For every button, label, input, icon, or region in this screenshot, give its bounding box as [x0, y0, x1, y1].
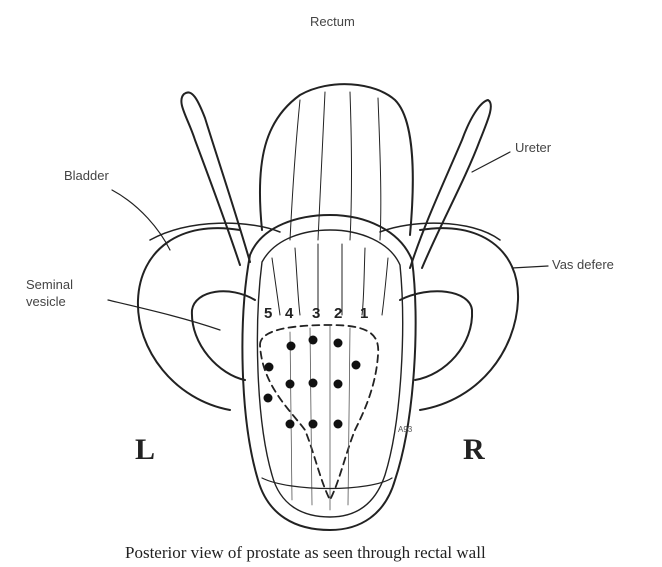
seminal-vesicle-label: Seminal vesicle — [26, 276, 73, 310]
ureter-leader — [472, 152, 510, 172]
ureter-label: Ureter — [515, 140, 551, 155]
figure-caption: Posterior view of prostate as seen throu… — [125, 543, 486, 563]
ureter-right — [410, 100, 491, 268]
bladder-leader — [112, 190, 170, 250]
biopsy-point — [352, 361, 361, 370]
biopsy-point — [334, 380, 343, 389]
biopsy-point — [309, 336, 318, 345]
rectum-label: Rectum — [310, 14, 355, 29]
zone-label-5: 5 — [264, 305, 272, 322]
zone-label-2: 2 — [334, 305, 342, 322]
biopsy-point — [309, 420, 318, 429]
rectal-wall-opening — [242, 215, 415, 530]
zone-label-3: 3 — [312, 305, 320, 322]
biopsy-point — [286, 380, 295, 389]
biopsy-point — [287, 342, 296, 351]
bladder-label: Bladder — [64, 168, 109, 183]
ureter-left — [181, 92, 250, 265]
vas-deferens-label: Vas defere — [552, 257, 614, 272]
zone-label-4: 4 — [285, 305, 293, 322]
biopsy-point — [265, 363, 274, 372]
vas-leader — [512, 266, 548, 268]
seminal-leader — [108, 300, 220, 330]
biopsy-point — [286, 420, 295, 429]
zone-line — [290, 332, 292, 500]
biopsy-points — [264, 336, 361, 429]
seminal-vesicle-left — [192, 291, 255, 380]
biopsy-point — [309, 379, 318, 388]
rectum-outer — [260, 84, 413, 235]
artist-mark: A93 — [398, 425, 412, 434]
seminal-vesicle-right — [400, 291, 472, 380]
zone-label-1: 1 — [360, 305, 368, 322]
bladder-left-lobe — [138, 228, 240, 410]
biopsy-point — [334, 339, 343, 348]
biopsy-point — [334, 420, 343, 429]
zone-line — [348, 328, 350, 505]
prostate-outline — [260, 325, 378, 500]
bladder-right-lobe — [420, 228, 518, 410]
biopsy-point — [264, 394, 273, 403]
zone-line — [310, 328, 312, 505]
left-side-label: L — [135, 433, 155, 467]
right-side-label: R — [463, 433, 485, 467]
